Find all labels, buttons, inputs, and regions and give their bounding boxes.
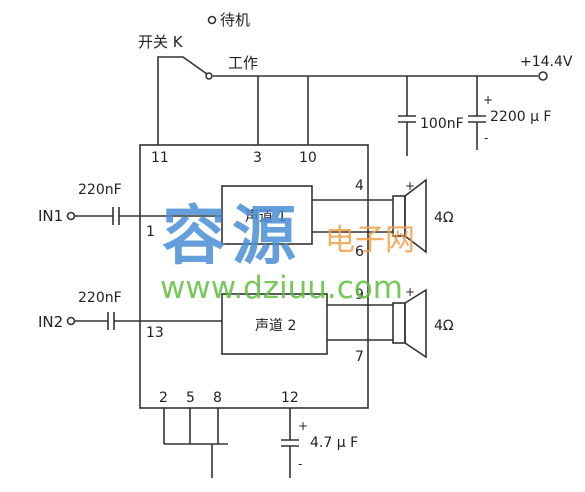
speaker-2-icon <box>392 288 427 359</box>
capacitor-in1 <box>75 207 222 225</box>
switch-label: 开关 K <box>138 33 184 51</box>
ic-body <box>139 144 369 409</box>
cap-2200-minus: - <box>484 131 488 145</box>
cap-2200-label: 2200 μ F <box>490 109 552 125</box>
pin-13: 13 <box>146 325 164 341</box>
pin-10: 10 <box>299 150 317 166</box>
cap-in2-label: 220nF <box>78 290 122 306</box>
in1-terminal <box>66 211 76 221</box>
watermark-char-1: 容 <box>162 200 226 274</box>
pin-2: 2 <box>159 390 168 406</box>
capacitor-pin12 <box>281 408 299 478</box>
cap-pin12-plus: + <box>298 419 308 433</box>
pin-11: 11 <box>151 150 169 166</box>
in2-terminal <box>66 316 76 326</box>
cap-in1-label: 220nF <box>78 182 122 198</box>
pin-12: 12 <box>281 390 299 406</box>
speaker-2-plus: + <box>405 285 415 299</box>
speaker-1-impedance: 4Ω <box>434 210 454 226</box>
ground-network <box>163 408 228 478</box>
pin-7: 7 <box>355 349 364 365</box>
speaker-1-plus: + <box>405 179 415 193</box>
cap-100nf-label: 100nF <box>420 116 464 132</box>
pin-3: 3 <box>253 150 262 166</box>
pin-1: 1 <box>146 224 155 240</box>
pin-8: 8 <box>213 390 222 406</box>
watermark-char-2: 源 <box>232 200 296 274</box>
channel-1-label: 声道 1 <box>245 209 286 225</box>
pin-9: 9 <box>355 287 364 303</box>
cap-2200-plus: + <box>483 93 493 107</box>
speaker-2-impedance: 4Ω <box>434 318 454 334</box>
in1-label: IN1 <box>38 207 63 225</box>
pin-4: 4 <box>355 178 364 194</box>
channel-2-block <box>221 293 328 355</box>
watermark: 容 源 电子网 www.dziuu.com <box>160 200 415 306</box>
in2-label: IN2 <box>38 313 63 331</box>
cap-pin12-label: 4.7 μ F <box>310 435 358 451</box>
pin-6: 6 <box>355 244 364 260</box>
switch-k <box>157 56 538 145</box>
capacitor-in2 <box>75 312 222 330</box>
supply-terminal <box>538 71 548 81</box>
watermark-subtitle: 电子网 <box>325 223 415 258</box>
channel-1-block <box>221 185 313 245</box>
work-label: 工作 <box>228 54 258 72</box>
speaker-1-icon <box>392 178 427 254</box>
standby-terminal <box>207 15 217 25</box>
standby-label: 待机 <box>220 11 250 29</box>
capacitor-100nf <box>398 76 416 156</box>
capacitor-2200uf <box>468 76 486 150</box>
watermark-url: www.dziuu.com <box>160 270 403 306</box>
channel-2-label: 声道 2 <box>255 318 296 334</box>
cap-pin12-minus: - <box>298 457 302 471</box>
supply-voltage-label: +14.4V <box>520 54 573 70</box>
pin-5: 5 <box>186 390 195 406</box>
